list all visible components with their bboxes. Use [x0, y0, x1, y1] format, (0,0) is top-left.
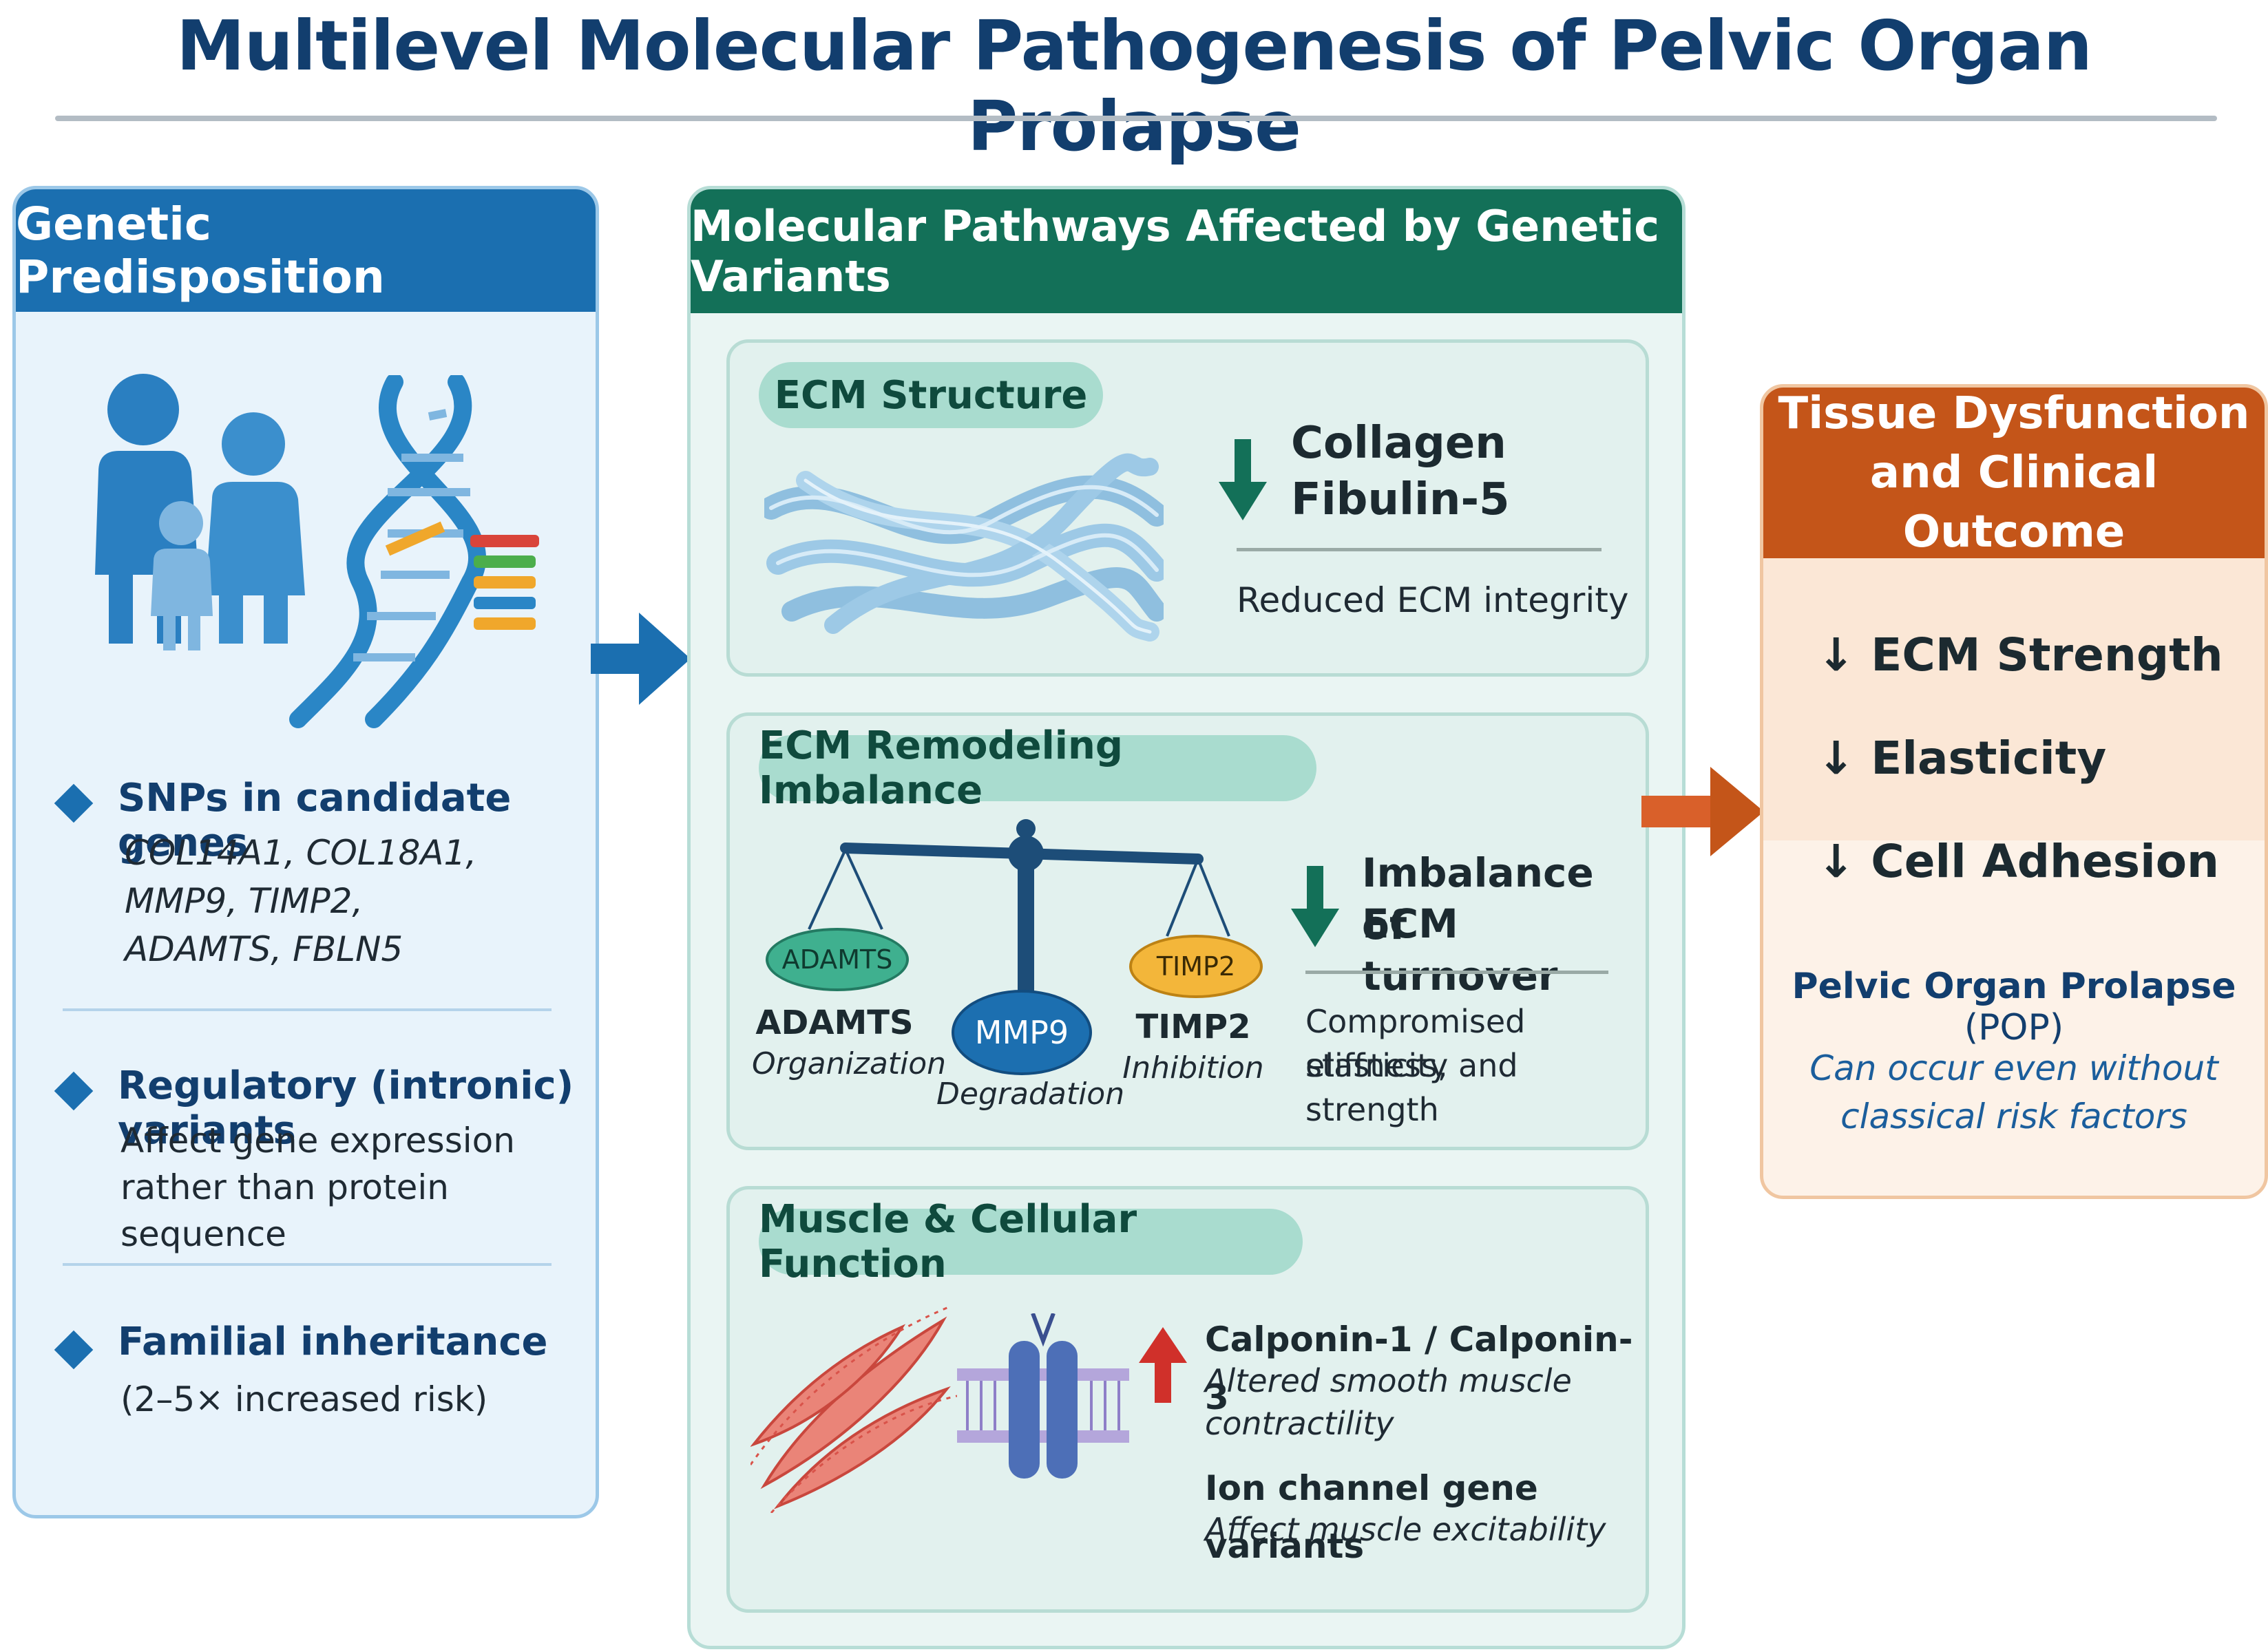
snp-genes-line-1: COL14A1, COL18A1, — [125, 833, 477, 873]
cell-adhesion-label: Cell Adhesion — [1871, 835, 2220, 888]
imbalance-line-2: ECM turnover — [1362, 900, 1558, 999]
muscle-function-pill: Muscle & Cellular Function — [759, 1197, 1303, 1286]
ecm-structure-pill: ECM Structure — [759, 362, 1103, 428]
timp2-sub: Inhibition — [1122, 1050, 1264, 1086]
regulatory-text-1: Affect gene expression — [120, 1121, 515, 1161]
elasticity-label: Elasticity — [1871, 732, 2107, 785]
outcome-effects-area — [1763, 558, 2265, 840]
down-arrow-icon: ↓ — [1817, 732, 1856, 785]
clinical-outcome-panel: Tissue Dysfunction and Clinical Outcome … — [1760, 384, 2268, 1199]
calponin-note-2: contractility — [1205, 1405, 1394, 1442]
muscle-fibers-icon — [750, 1306, 957, 1513]
collagen-label: Collagen — [1291, 418, 1506, 469]
adamts-sub: Organization — [752, 1046, 947, 1081]
timp2-badge: TIMP2 — [1129, 935, 1263, 998]
snp-genes-line-3: ADAMTS, FBLN5 — [125, 929, 403, 969]
page-title: Multilevel Molecular Pathogenesis of Pel… — [176, 6, 2092, 167]
ecm-structure-divider — [1237, 548, 1602, 551]
molecular-pathways-panel: Molecular Pathways Affected by Genetic V… — [687, 186, 1686, 1649]
left-divider — [63, 1008, 552, 1011]
familial-text: (2–5× increased risk) — [120, 1379, 488, 1419]
ion-channel-note: Affect muscle excitability — [1205, 1511, 1606, 1548]
familial-title: Familial inheritance — [118, 1320, 548, 1364]
ecm-structure-note: Reduced ECM integrity — [1237, 580, 1629, 620]
bullet-diamond-icon — [54, 1071, 94, 1111]
ecm-strength-label: ECM Strength — [1871, 628, 2223, 681]
ecm-remodeling-pill: ECM Remodeling Imbalance — [759, 723, 1316, 813]
mmp9-badge-label: MMP9 — [974, 1014, 1069, 1051]
calponin-note-1: Altered smooth muscle — [1205, 1362, 1572, 1399]
imbalance-line-1: Imbalance of — [1362, 849, 1594, 949]
mmp9-sub: Degradation — [936, 1077, 1125, 1112]
arrow-right-icon — [591, 613, 691, 705]
arrow-right-icon — [1641, 767, 1764, 856]
title-divider — [55, 116, 2217, 121]
snp-title: SNPs in candidate genes — [118, 776, 512, 865]
ion-channel-icon — [957, 1313, 1129, 1479]
outcome-panel-header: Tissue Dysfunction and Clinical Outcome — [1763, 388, 2265, 558]
down-arrow-icon: ↓ — [1817, 835, 1856, 888]
bullet-diamond-icon — [54, 1330, 94, 1370]
pop-note-2: classical risk factors — [1840, 1097, 2187, 1136]
ecm-remodeling-box: ECM Remodeling Imbalance ADAMTS TIMP2 MM… — [726, 712, 1649, 1150]
adamts-label: ADAMTS — [755, 1004, 914, 1042]
snp-genes-line-2: MMP9, TIMP2, — [125, 881, 364, 921]
timp2-badge-label: TIMP2 — [1156, 951, 1236, 982]
pop-abbr: (POP) — [1964, 1007, 2064, 1048]
ion-channel-label: Ion channel gene variants — [1205, 1468, 1538, 1566]
genetic-panel-header: Genetic Predisposition — [16, 189, 596, 312]
pop-note-1: Can occur even without — [1809, 1048, 2218, 1088]
regulatory-title: Regulatory (intronic) variants — [118, 1063, 574, 1153]
ecm-strength-item: ↓ ECM Strength — [1817, 628, 2223, 681]
adamts-badge-label: ADAMTS — [781, 944, 893, 975]
dna-icon — [289, 375, 539, 728]
up-arrow-icon — [1139, 1327, 1187, 1403]
mmp9-badge: MMP9 — [952, 990, 1092, 1075]
balance-scale-icon — [808, 819, 1230, 998]
left-divider — [63, 1263, 552, 1266]
collagen-fibers-icon — [764, 453, 1164, 642]
pop-name: Pelvic Organ Prolapse — [1792, 966, 2236, 1007]
timp2-label: TIMP2 — [1135, 1008, 1251, 1046]
down-arrow-icon: ↓ — [1817, 628, 1856, 681]
pop-title: Pelvic Organ Prolapse (POP) — [1763, 966, 2265, 1048]
calponin-label: Calponin-1 / Calponin-3 — [1205, 1320, 1633, 1417]
remodeling-note-1: Compromised stiffness, — [1305, 1003, 1526, 1084]
elasticity-item: ↓ Elasticity — [1817, 732, 2106, 785]
ecm-structure-box: ECM Structure Collagen Fibulin-5 Reduced… — [726, 339, 1649, 677]
pathways-panel-header: Molecular Pathways Affected by Genetic V… — [691, 189, 1682, 313]
regulatory-text-2: rather than protein sequence — [120, 1167, 449, 1254]
bullet-diamond-icon — [54, 783, 94, 823]
adamts-badge: ADAMTS — [766, 928, 909, 991]
muscle-function-box: Muscle & Cellular Function — [726, 1186, 1649, 1613]
outcome-header-line-2: and Clinical Outcome — [1869, 447, 2159, 558]
genetic-predisposition-panel: Genetic Predisposition SN — [12, 186, 599, 1518]
remodeling-divider — [1305, 971, 1608, 974]
outcome-header-line-1: Tissue Dysfunction — [1778, 388, 2250, 439]
down-arrow-icon — [1219, 439, 1267, 520]
fibulin-label: Fibulin-5 — [1291, 474, 1510, 525]
down-arrow-icon — [1291, 866, 1339, 947]
remodeling-note-2: elasticity and strength — [1305, 1047, 1518, 1128]
family-icon — [95, 374, 305, 650]
cell-adhesion-item: ↓ Cell Adhesion — [1817, 835, 2219, 888]
